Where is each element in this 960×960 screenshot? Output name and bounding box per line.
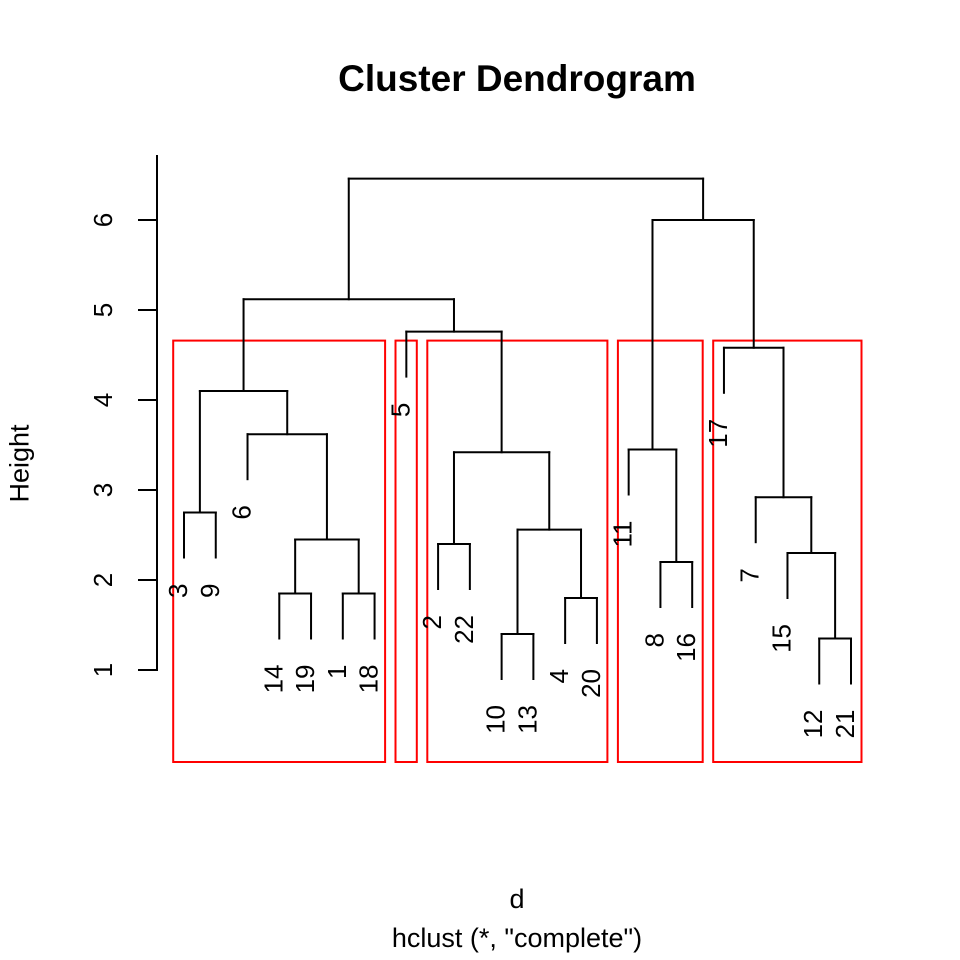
cluster-box-4 (616, 339, 704, 763)
leaf-label-6: 6 (227, 505, 257, 519)
leaf-label-5: 5 (385, 403, 415, 417)
y-tick-label-3: 3 (88, 483, 118, 497)
leaf-label-10: 10 (481, 705, 511, 734)
y-tick-label-4: 4 (88, 393, 118, 407)
hclust-call-subtitle: hclust (*, "complete") (391, 923, 643, 953)
leaf-label-8: 8 (639, 633, 669, 647)
leaf-label-3: 3 (163, 584, 193, 598)
x-axis-label: d (509, 884, 525, 914)
y-tick-label-1: 1 (88, 663, 118, 677)
leaf-label-22: 22 (449, 615, 479, 644)
y-axis-label: Height (4, 424, 35, 503)
leaf-label-17: 17 (703, 419, 733, 448)
leaf-label-21: 21 (830, 710, 860, 739)
leaf-label-12: 12 (798, 710, 828, 739)
leaf-label-7: 7 (735, 568, 765, 582)
leaf-label-4: 4 (544, 669, 574, 683)
y-tick-label-5: 5 (88, 303, 118, 317)
leaf-label-14: 14 (258, 665, 288, 694)
y-tick-label-2: 2 (88, 573, 118, 587)
leaf-label-1: 1 (322, 665, 352, 679)
y-tick-label-6: 6 (88, 213, 118, 227)
chart-title: Cluster Dendrogram (338, 58, 696, 99)
cluster-box-5 (712, 339, 863, 763)
leaf-label-16: 16 (671, 633, 701, 662)
leaf-label-9: 9 (195, 584, 225, 598)
leaf-label-13: 13 (512, 705, 542, 734)
leaf-label-2: 2 (417, 615, 447, 629)
cluster-box-3 (426, 339, 609, 763)
leaf-label-11: 11 (608, 521, 638, 548)
leaf-label-15: 15 (766, 624, 796, 653)
cluster-box-1 (172, 339, 387, 763)
leaf-label-18: 18 (354, 665, 384, 694)
leaf-label-20: 20 (576, 669, 606, 698)
leaf-label-19: 19 (290, 665, 320, 694)
